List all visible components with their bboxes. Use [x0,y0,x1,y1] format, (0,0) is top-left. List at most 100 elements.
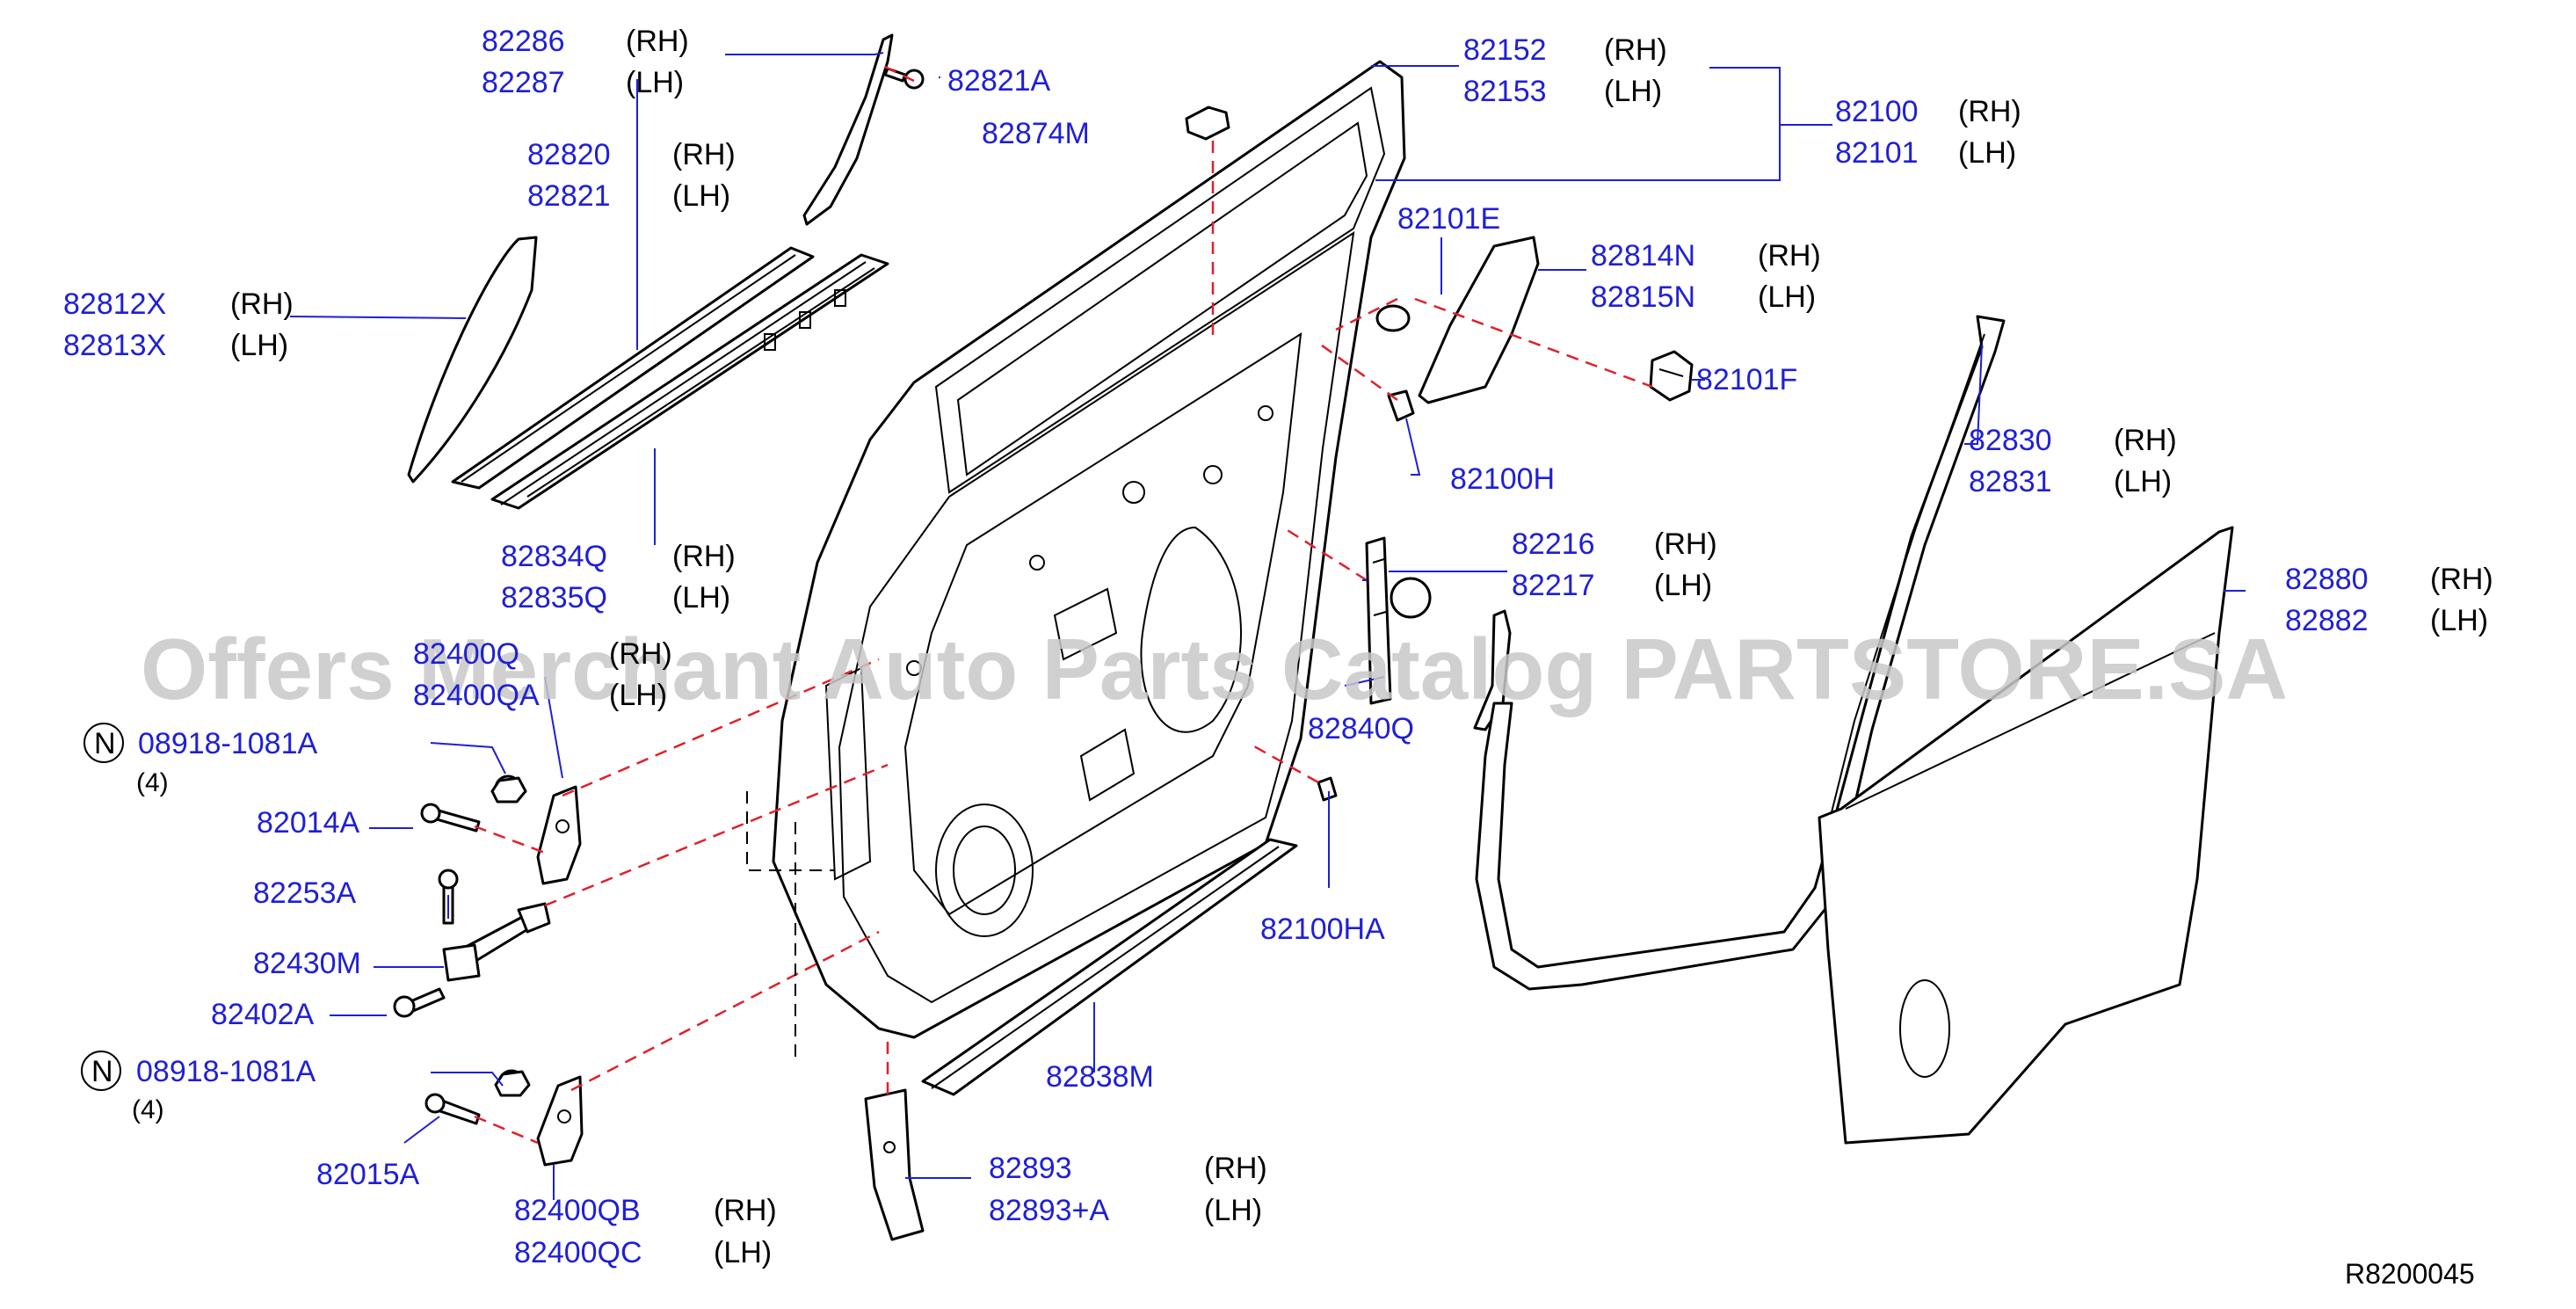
label-82152[interactable]: 82152 [1463,33,1547,67]
weatherstrip-82834Q [490,253,889,510]
clip-82101F [1649,350,1694,402]
side-82812X: (RH) [230,287,294,321]
qty-08918-top: (4) [136,768,169,797]
side-82217: (LH) [1654,569,1712,602]
label-82814N[interactable]: 82814N [1591,239,1695,273]
label-82402A[interactable]: 82402A [211,998,315,1031]
label-82830[interactable]: 82830 [1969,424,2052,457]
label-82840Q[interactable]: 82840Q [1308,712,1414,745]
nut-symbol-bottom [81,1051,121,1091]
side-82400QB: (RH) [714,1194,777,1227]
label-82101E[interactable]: 82101E [1397,202,1500,236]
side-82893A: (LH) [1204,1194,1262,1227]
label-82813X[interactable]: 82813X [63,329,166,362]
label-82821[interactable]: 82821 [527,179,611,213]
side-82830: (RH) [2114,424,2177,457]
label-82893[interactable]: 82893 [989,1152,1072,1185]
nut-symbol-top [83,723,124,763]
label-82217[interactable]: 82217 [1512,569,1595,602]
bolt-82821A [883,67,925,90]
side-82821: (LH) [672,179,730,213]
leader-lines [289,52,2246,1200]
bracket-82893 [864,1088,925,1241]
side-82287: (LH) [626,66,684,99]
label-82400QB[interactable]: 82400QB [514,1194,641,1227]
bolt-82014A [420,803,481,833]
side-82101: (LH) [1958,136,2016,170]
nut-08918-bottom [494,1070,531,1097]
label-82101[interactable]: 82101 [1835,136,1919,170]
side-82835Q: (LH) [672,581,730,615]
side-82400Q: (RH) [609,637,672,671]
side-82813X: (LH) [230,329,288,362]
clip-82874M [1185,105,1230,141]
label-82835Q[interactable]: 82835Q [501,581,607,615]
side-82893: (RH) [1204,1152,1267,1185]
sash-moulding-82812X [407,236,538,484]
label-82101F[interactable]: 82101F [1696,363,1797,396]
side-82216: (RH) [1654,527,1717,561]
label-82015A[interactable]: 82015A [316,1158,420,1191]
label-82815N[interactable]: 82815N [1591,280,1695,314]
side-82100: (RH) [1958,95,2021,128]
side-82880: (RH) [2430,563,2493,596]
bolt-82402A [393,987,446,1018]
watermark-text: Offers Merchant Auto Parts Catalog PARTS… [141,621,2288,717]
label-82893A[interactable]: 82893+A [989,1194,1109,1227]
side-82882: (LH) [2430,604,2488,637]
side-82834Q: (RH) [672,540,736,573]
diagram-reference: R8200045 [2345,1258,2475,1290]
label-82882[interactable]: 82882 [2285,604,2369,637]
weatherstrip-82820 [451,246,815,490]
bumper-82100HA [1317,776,1338,802]
label-82831[interactable]: 82831 [1969,465,2052,498]
side-82153: (LH) [1604,75,1662,108]
corner-trim-82286 [802,33,894,226]
label-82880[interactable]: 82880 [2285,563,2369,596]
nut-08918-top [490,776,527,804]
door-check-82430M [442,902,551,982]
side-82152: (RH) [1604,33,1667,67]
label-82400QA[interactable]: 82400QA [413,679,540,712]
moulding-82838M [921,838,1298,1096]
side-82286: (RH) [626,25,689,58]
label-82820[interactable]: 82820 [527,138,611,171]
label-08918-top[interactable]: 08918-1081A [138,727,318,760]
bracket-82216 [1365,536,1432,705]
label-82838M[interactable]: 82838M [1046,1060,1154,1094]
nut-symbol-top-letter: N [94,727,116,760]
grommet-82101E [1375,304,1411,332]
part-labels: 82286 (RH) 82287 (LH) 82821A 82874M 8215… [63,25,2493,1290]
label-82100[interactable]: 82100 [1835,95,1919,128]
label-82821A[interactable]: 82821A [947,64,1051,98]
label-82812X[interactable]: 82812X [63,287,166,321]
label-82834Q[interactable]: 82834Q [501,540,607,573]
label-82100HA[interactable]: 82100HA [1260,913,1385,946]
label-82400Q[interactable]: 82400Q [413,637,519,671]
label-82287[interactable]: 82287 [482,66,565,99]
label-82014A[interactable]: 82014A [257,806,360,840]
side-82814N: (RH) [1758,239,1821,273]
label-82216[interactable]: 82216 [1512,527,1595,561]
side-82400QA: (LH) [609,679,667,712]
door-shell [772,60,1406,1039]
side-82400QC: (LH) [714,1236,772,1269]
side-82820: (RH) [672,138,736,171]
inner-trim-82880 [1818,526,2234,1145]
label-08918-bottom[interactable]: 08918-1081A [136,1055,316,1088]
label-82286[interactable]: 82286 [482,25,565,58]
side-82831: (LH) [2114,465,2172,498]
label-82874M[interactable]: 82874M [982,117,1090,150]
label-82153[interactable]: 82153 [1463,75,1547,108]
label-82430M[interactable]: 82430M [253,947,361,980]
label-82100H[interactable]: 82100H [1450,462,1555,496]
qty-08918-bottom: (4) [132,1095,164,1124]
label-82253A[interactable]: 82253A [253,876,357,910]
nut-symbol-bottom-letter: N [91,1055,113,1088]
side-82815N: (LH) [1758,280,1816,314]
bolt-82015A [424,1093,481,1125]
assembly-dash-lines [474,64,1653,1145]
trim-cover-82814N [1418,236,1540,404]
label-82400QC[interactable]: 82400QC [514,1236,642,1269]
